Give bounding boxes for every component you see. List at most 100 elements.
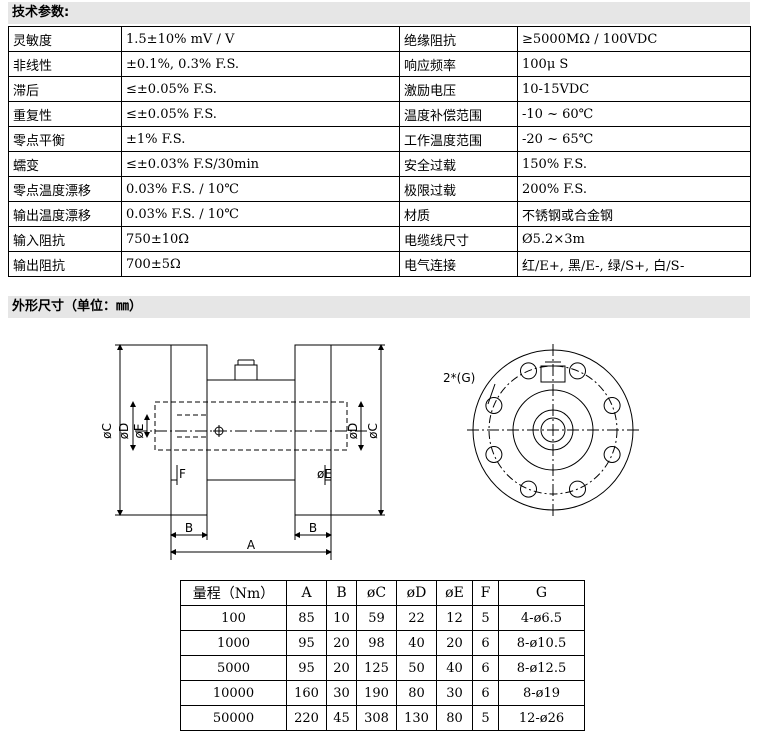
spec-label: 材质 xyxy=(399,201,518,227)
dimension-cell: 50 xyxy=(396,655,437,681)
spec-value: 0.03% F.S. / 10℃ xyxy=(121,176,400,202)
spec-row: 重复性≤±0.05% F.S.温度补偿范围-10 ~ 60℃ xyxy=(8,101,751,127)
hole-label-g: 2*(G) xyxy=(443,371,475,385)
spec-label: 工作温度范围 xyxy=(399,126,518,152)
front-connector xyxy=(540,365,566,383)
spec-label: 重复性 xyxy=(8,101,122,127)
dimension-cell: 12 xyxy=(436,605,473,631)
bolt-hole xyxy=(569,362,586,380)
spec-label: 极限过载 xyxy=(399,176,518,202)
dimension-cell: 80 xyxy=(436,705,473,731)
spec-value: 0.03% F.S. / 10℃ xyxy=(121,201,400,227)
spec-label: 灵敏度 xyxy=(8,26,122,52)
dim-label-f: F xyxy=(179,467,186,481)
dimension-cell: 160 xyxy=(286,680,327,706)
dimension-header: øC xyxy=(356,580,397,606)
dimension-cell: 30 xyxy=(326,680,357,706)
spec-value: ≤±0.05% F.S. xyxy=(121,101,400,127)
spec-value: 100μ S xyxy=(517,51,751,77)
spec-label: 电气连接 xyxy=(399,251,518,277)
spec-label: 输出温度漂移 xyxy=(8,201,122,227)
spec-value: 10-15VDC xyxy=(517,76,751,102)
bolt-hole xyxy=(569,480,586,498)
dimension-cell: 5000 xyxy=(180,655,287,681)
dimension-header: 量程（Nm） xyxy=(180,580,287,606)
outline-drawing: øC øD øE øD øC F øE B B A 2*(G) xyxy=(100,344,639,560)
dimension-cell: 1000 xyxy=(180,630,287,656)
spec-value: ≥5000MΩ / 100VDC xyxy=(517,26,751,52)
dimension-cell: 5 xyxy=(472,605,499,631)
dim-label-d-right: øD xyxy=(346,423,360,440)
dim-label-b-left: B xyxy=(185,521,193,535)
dimension-cell: 85 xyxy=(286,605,327,631)
spec-value: 150% F.S. xyxy=(517,151,751,177)
spec-value: -20 ~ 65℃ xyxy=(517,126,751,152)
dimension-header: F xyxy=(472,580,499,606)
spec-value: 200% F.S. xyxy=(517,176,751,202)
dimension-cell: 8-ø10.5 xyxy=(498,630,585,656)
spec-label: 响应频率 xyxy=(399,51,518,77)
spec-label: 输出阻抗 xyxy=(8,251,122,277)
spec-value: 红/E+, 黑/E-, 绿/S+, 白/S- xyxy=(517,251,751,277)
spec-value: 700±5Ω xyxy=(121,251,400,277)
bolt-hole xyxy=(485,446,503,463)
spec-value: 1.5±10% mV / V xyxy=(121,26,400,52)
spec-label: 非线性 xyxy=(8,51,122,77)
dimension-cell: 100 xyxy=(180,605,287,631)
dimension-cell: 190 xyxy=(356,680,397,706)
bolt-hole xyxy=(520,480,537,498)
dimension-cell: 50000 xyxy=(180,705,287,731)
left-flange xyxy=(170,344,208,516)
dimension-cell: 98 xyxy=(356,630,397,656)
spec-label: 电缆线尺寸 xyxy=(399,226,518,252)
dimension-cell: 6 xyxy=(472,680,499,706)
dimension-cell: 10000 xyxy=(180,680,287,706)
dimension-header: A xyxy=(286,580,327,606)
spec-value: 750±10Ω xyxy=(121,226,400,252)
dim-label-c-right: øC xyxy=(366,423,380,439)
dimension-cell: 10 xyxy=(326,605,357,631)
spec-label: 零点平衡 xyxy=(8,126,122,152)
dimension-cell: 20 xyxy=(326,655,357,681)
dimension-cell: 130 xyxy=(396,705,437,731)
dimension-section-title: 外形尺寸（单位：㎜） xyxy=(8,296,750,318)
dimension-cell: 12-ø26 xyxy=(498,705,585,731)
spec-label: 温度补偿范围 xyxy=(399,101,518,127)
spec-label: 蠕变 xyxy=(8,151,122,177)
spec-value: Ø5.2×3m xyxy=(517,226,751,252)
dimension-cell: 30 xyxy=(436,680,473,706)
dimension-cell: 125 xyxy=(356,655,397,681)
side-view xyxy=(115,344,385,560)
spec-value: 不锈钢或合金钢 xyxy=(517,201,751,227)
dimension-cell: 8-ø12.5 xyxy=(498,655,585,681)
dimension-cell: 80 xyxy=(396,680,437,706)
spec-value: ±0.1%, 0.3% F.S. xyxy=(121,51,400,77)
spec-label: 滞后 xyxy=(8,76,122,102)
spec-label: 输入阻抗 xyxy=(8,226,122,252)
dimension-cell: 40 xyxy=(436,655,473,681)
dim-label-c-left: øC xyxy=(100,423,114,439)
bolt-hole xyxy=(485,397,503,414)
dimension-cell: 4-ø6.5 xyxy=(498,605,585,631)
right-flange xyxy=(294,344,332,516)
dimension-cell: 40 xyxy=(396,630,437,656)
dimension-cell: 8-ø19 xyxy=(498,680,585,706)
connector xyxy=(234,364,258,381)
dimension-cell: 59 xyxy=(356,605,397,631)
dimension-cell: 20 xyxy=(326,630,357,656)
dim-label-b-right: B xyxy=(309,521,317,535)
spec-value: -10 ~ 60℃ xyxy=(517,101,751,127)
spec-label: 绝缘阻抗 xyxy=(399,26,518,52)
